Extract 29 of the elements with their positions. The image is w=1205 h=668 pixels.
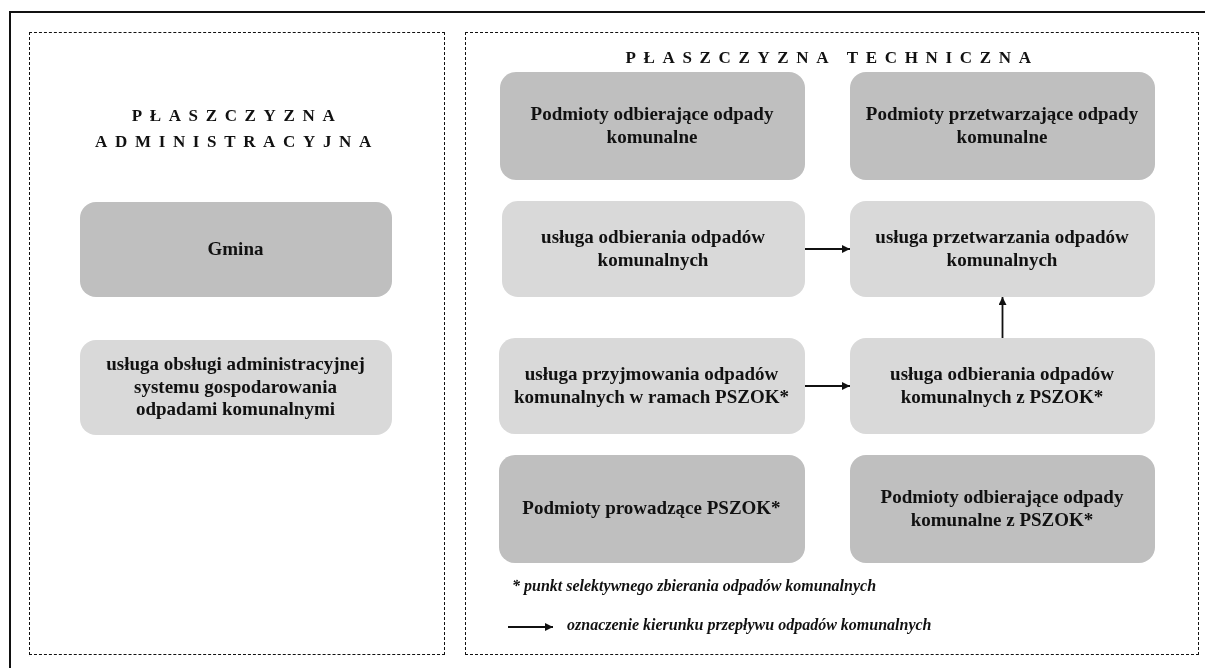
panel-title: PŁASZCZYZNA TECHNICZNA xyxy=(624,47,1040,69)
rounded-box xyxy=(499,71,805,180)
box-text: usługa przetwarzania odpadów komunalnych xyxy=(874,225,1130,272)
rounded-box xyxy=(849,71,1155,180)
dashed-panel xyxy=(465,32,1199,655)
panel-title: PŁASZCZYZNA ADMINISTRACYJNA xyxy=(94,105,380,154)
arrow xyxy=(804,382,851,390)
box-text: Podmioty prowadzące PSZOK* xyxy=(522,497,781,520)
rounded-box xyxy=(849,454,1155,563)
box-text: usługa obsługi administracyjnej systemu gospodarowania odpadami komunalnymi xyxy=(105,352,366,422)
rounded-box xyxy=(849,337,1155,434)
rounded-box xyxy=(849,200,1155,297)
box-text: Podmioty odbierające odpady komunalne z PSZOK* xyxy=(879,485,1125,532)
box-text: usługa odbierania odpadów komunalnych z PSZOK* xyxy=(889,362,1115,409)
box-text: Podmioty przetwarzające odpady komunalne xyxy=(864,102,1140,149)
box-text: usługa odbierania odpadów komunalnych xyxy=(540,225,766,272)
rounded-box xyxy=(501,200,805,297)
rounded-box xyxy=(498,337,805,434)
arrow xyxy=(804,245,851,253)
dashed-panel xyxy=(29,32,445,655)
rounded-box xyxy=(79,339,392,435)
box-text: Gmina xyxy=(207,237,264,261)
box-text: Podmioty odbierające odpady komunalne xyxy=(529,102,775,149)
footnote: * punkt selektywnego zbierania odpadów komunalnych xyxy=(512,577,877,595)
box-text: usługa przyjmowania odpadów komunalnych w ramach PSZOK* xyxy=(513,362,790,409)
rounded-box xyxy=(498,454,805,563)
rounded-box xyxy=(79,201,392,297)
arrow xyxy=(998,296,1007,339)
legend-text: oznaczenie kierunku przepływu odpadów komunalnych xyxy=(567,616,932,634)
